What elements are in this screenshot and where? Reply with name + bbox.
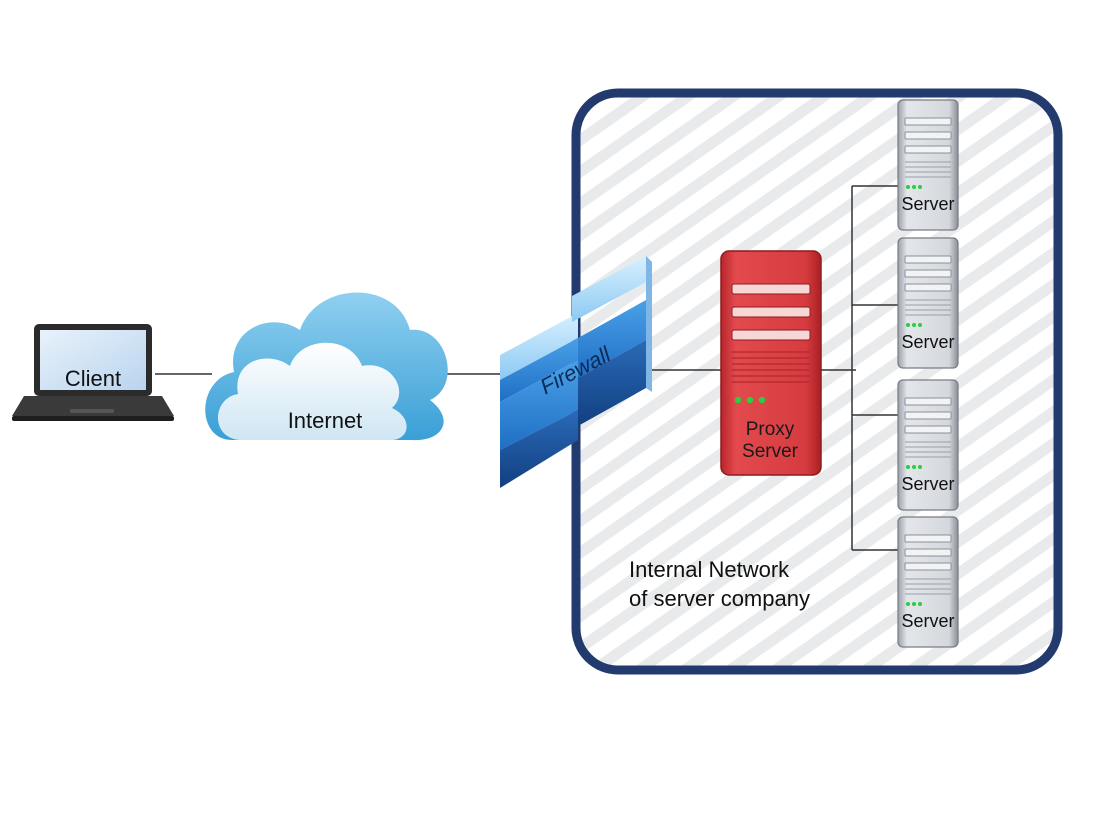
- proxy-label-line1: Proxy: [746, 419, 795, 440]
- internal-network-line1: Internal Network: [629, 557, 790, 582]
- server-4: Server: [897, 516, 959, 648]
- server-icon: [897, 99, 959, 231]
- internal-network-line2: of server company: [629, 586, 810, 611]
- server-label: Server: [901, 332, 954, 352]
- laptop-icon: [12, 324, 174, 421]
- firewall-icon: [500, 256, 652, 488]
- proxy-status-leds: [734, 396, 766, 404]
- server-label: Server: [901, 194, 954, 214]
- cloud-icon: [205, 292, 448, 441]
- client-label: Client: [65, 366, 121, 391]
- server-icon: [897, 237, 959, 369]
- server-label: Server: [901, 611, 954, 631]
- internet-cloud: Internet: [205, 292, 448, 441]
- proxy-server: Proxy Server: [720, 250, 822, 476]
- proxy-label-line2: Server: [742, 441, 799, 462]
- proxy-server-icon: [720, 250, 822, 476]
- server-icon: [897, 379, 959, 511]
- server-1: Server: [897, 99, 959, 231]
- server-3: Server: [897, 379, 959, 511]
- server-icon: [897, 516, 959, 648]
- internal-network-caption: Internal Network of server company: [629, 557, 810, 611]
- firewall: Firewall: [500, 256, 652, 488]
- server-label: Server: [901, 474, 954, 494]
- internet-label: Internet: [288, 408, 363, 433]
- server-2: Server: [897, 237, 959, 369]
- client-laptop: Client: [12, 324, 174, 421]
